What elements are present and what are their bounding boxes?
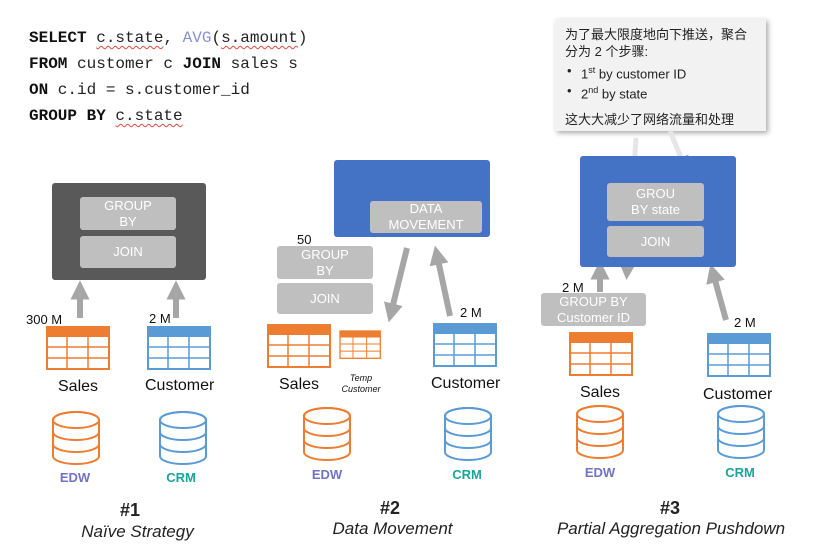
- s2-customer-label: Customer: [431, 375, 501, 392]
- s2-crm-db-icon: [444, 407, 492, 461]
- s2-group-by-box: GROUP BY: [277, 246, 373, 279]
- s3-edw-label: EDW: [584, 465, 616, 480]
- sql-line-1: SELECT c.state, AVG(s.amount): [29, 29, 308, 47]
- s3-customer-up-arrow: [706, 263, 729, 321]
- s1-edw-db-icon: [52, 411, 100, 465]
- sql-line-4: GROUP BY c.state: [29, 107, 183, 125]
- s2-sales-label: Sales: [279, 376, 320, 393]
- s2-temp-customer-table-icon: [339, 330, 381, 359]
- callout-note: 为了最大限度地向下推送，聚合分为 2 个步骤: 1st by customer …: [555, 19, 766, 131]
- note-summary: 这大大减少了网络流量和处理: [565, 111, 735, 127]
- s3-sales-label: Sales: [580, 384, 621, 401]
- s2-crm-label: CRM: [452, 467, 482, 482]
- s3-group-by-box: GROU BY state: [607, 183, 704, 221]
- s1-number: #1: [119, 500, 141, 520]
- s3-title: Partial Aggregation Pushdown: [556, 519, 786, 538]
- s2-count-50: 50: [297, 232, 312, 247]
- s2-customer-count: 2 M: [460, 305, 482, 320]
- s2-number: #2: [379, 498, 401, 518]
- s1-group-by-box: GROUP BY: [80, 197, 176, 230]
- s2-join-box: JOIN: [277, 283, 373, 314]
- s1-crm-db-icon: [159, 411, 207, 465]
- s1-join-box: JOIN: [80, 236, 176, 268]
- s1-sales-label: Sales: [58, 378, 99, 395]
- s3-join-box: JOIN: [607, 226, 704, 257]
- s1-customer-count: 2 M: [149, 311, 171, 326]
- s3-edw-db-icon: [576, 405, 624, 459]
- s1-sales-table-icon: [46, 326, 110, 370]
- s2-temp-customer-label: Temp Customer: [341, 373, 381, 394]
- s1-crm-label: CRM: [166, 470, 196, 485]
- s1-customer-table-icon: [147, 326, 211, 370]
- s2-up-arrow: [429, 245, 453, 317]
- s2-title: Data Movement: [332, 519, 453, 538]
- s3-partial-group-box: GROUP BY Customer ID: [541, 293, 646, 326]
- note-intro: 为了最大限度地向下推送，聚合分为 2 个步骤:: [565, 27, 748, 59]
- s2-down-arrow: [383, 247, 410, 323]
- note-steps: 1st by customer ID 2nd by state: [565, 62, 756, 103]
- s1-sales-count: 300 M: [26, 312, 63, 327]
- s2-data-movement-box: DATA MOVEMENT: [370, 201, 482, 233]
- s3-customer-count: 2 M: [734, 315, 756, 330]
- note-step-1: 1st by customer ID: [567, 62, 756, 82]
- s3-sales-table-icon: [569, 332, 633, 376]
- s1-edw-label: EDW: [59, 470, 91, 485]
- s3-customer-table-icon: [707, 333, 771, 377]
- s3-crm-label: CRM: [725, 465, 755, 480]
- s3-sales-count: 2 M: [562, 280, 584, 295]
- s2-edw-label: EDW: [311, 467, 343, 482]
- s2-customer-table-icon: [433, 323, 497, 367]
- sql-line-3: ON c.id = s.customer_id: [29, 81, 250, 99]
- s2-edw-db-icon: [303, 407, 351, 461]
- s3-number: #3: [659, 498, 681, 518]
- s3-crm-db-icon: [717, 405, 765, 459]
- s1-customer-label: Customer: [145, 377, 215, 394]
- s2-sales-table-icon: [267, 324, 331, 368]
- s3-customer-label: Customer: [703, 386, 773, 403]
- sql-line-2: FROM customer c JOIN sales s: [29, 55, 298, 73]
- s1-title: Naïve Strategy: [81, 522, 194, 541]
- note-step-2: 2nd by state: [567, 82, 756, 102]
